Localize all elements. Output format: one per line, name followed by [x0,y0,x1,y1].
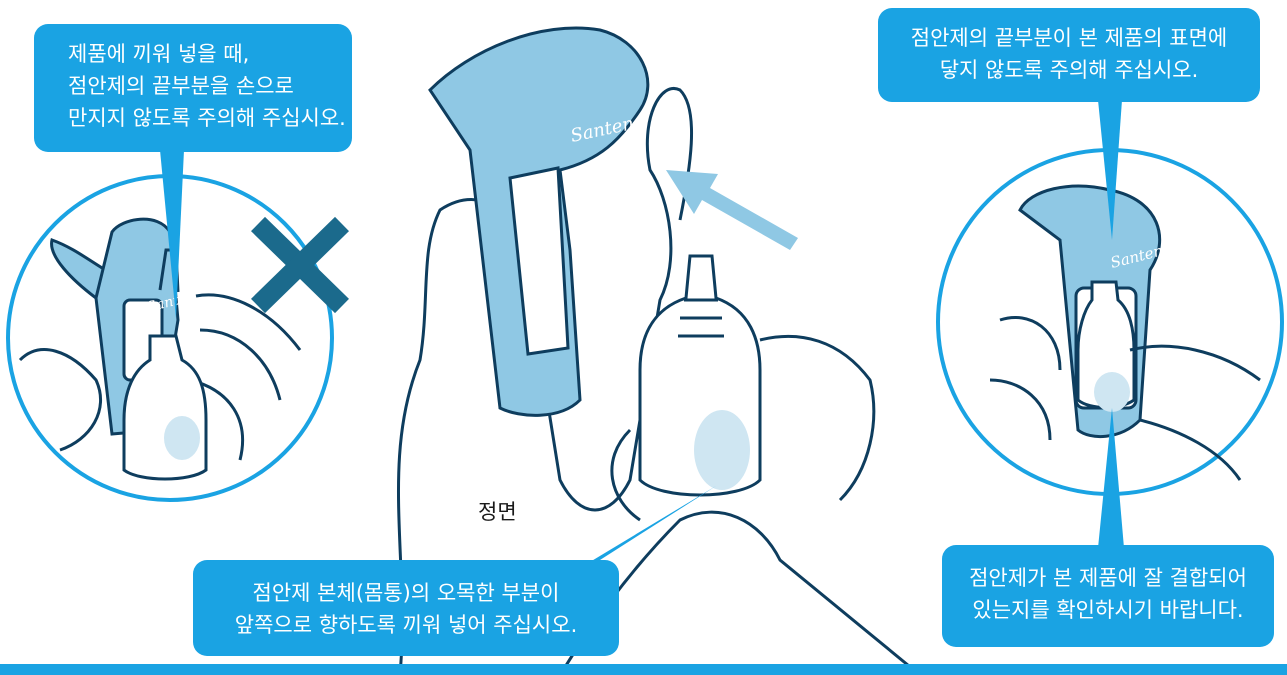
callout-top-left-line1: 제품에 끼워 넣을 때, [68,38,352,70]
callout-bottom-right-line2: 있는지를 확인하시기 바랍니다. [942,594,1274,626]
front-label: 정면 [478,496,517,526]
callout-top-left-line2: 점안제의 끝부분을 손으로 [68,70,352,102]
callout-top-left-line3: 만지지 않도록 주의해 주십시오. [68,102,352,134]
callout-bottom-center-line2: 앞쪽으로 향하도록 끼워 넣어 주십시오. [193,609,619,641]
bottom-rule [0,664,1287,675]
callout-bottom-right: 점안제가 본 제품에 잘 결합되어 있는지를 확인하시기 바랍니다. [942,545,1274,647]
callout-top-right: 점안제의 끝부분이 본 제품의 표면에 닿지 않도록 주의해 주십시오. [878,8,1260,102]
callout-bottom-right-line1: 점안제가 본 제품에 잘 결합되어 [942,562,1274,594]
callout-bottom-center-line1: 점안제 본체(몸통)의 오목한 부분이 [193,577,619,609]
callout-top-right-line2: 닿지 않도록 주의해 주십시오. [878,54,1260,86]
callout-top-left: 제품에 끼워 넣을 때, 점안제의 끝부분을 손으로 만지지 않도록 주의해 주… [34,24,352,152]
callout-top-right-line1: 점안제의 끝부분이 본 제품의 표면에 [878,22,1260,54]
callout-bottom-center: 점안제 본체(몸통)의 오목한 부분이 앞쪽으로 향하도록 끼워 넣어 주십시오… [193,560,619,656]
insert-direction-arrow-icon [666,170,798,250]
